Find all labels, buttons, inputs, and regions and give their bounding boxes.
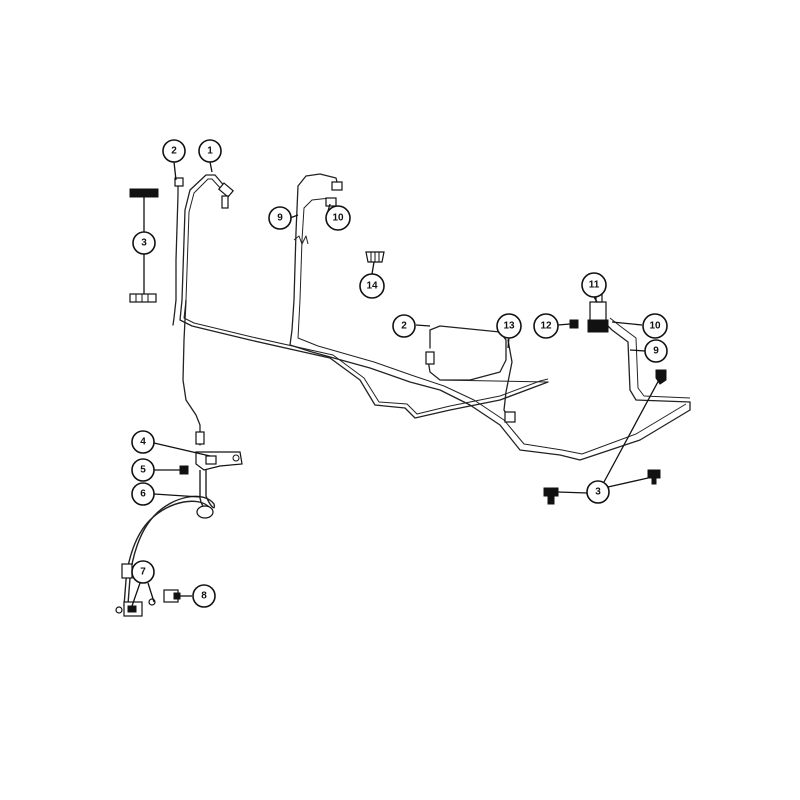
- clip-14: [365, 251, 385, 275]
- tube-nut-1: [217, 182, 235, 198]
- junction-block-11: [587, 293, 609, 333]
- brake-tube-to-hose: [182, 299, 201, 446]
- brake-tube-rear-right-inner: [609, 317, 691, 399]
- brake-tube-9: [289, 173, 691, 461]
- callout-label: 6: [140, 489, 146, 500]
- callout-11: 11: [581, 272, 607, 298]
- callout-label: 12: [540, 321, 552, 332]
- callout-label: 5: [140, 465, 146, 476]
- tube-nut-2: [174, 177, 184, 187]
- tube-nut-1b: [221, 195, 229, 209]
- brake-tube-13: [503, 339, 513, 421]
- callout-13: 13: [496, 313, 522, 339]
- callout-2: 2: [162, 139, 186, 163]
- clip-bottom: [129, 293, 157, 303]
- callout-label: 3: [141, 238, 147, 249]
- callout-label: 10: [332, 213, 344, 224]
- tube-nut-2b: [425, 351, 435, 365]
- clip-3-left: [129, 188, 159, 303]
- callout-label: 3: [595, 487, 601, 498]
- brake-hose-6: [121, 470, 216, 607]
- banjo-bolt-8: [163, 589, 181, 603]
- callout-9: 9: [268, 206, 292, 230]
- bolt-5: [179, 465, 189, 475]
- callout-14: 14: [359, 273, 385, 299]
- callout-3: 3: [586, 480, 610, 504]
- brake-tube-rear-right: [603, 321, 691, 403]
- callout-10: 10: [325, 205, 351, 231]
- hose-fitting: [195, 431, 205, 445]
- tube-nut-10: [325, 197, 337, 207]
- callout-2: 2: [392, 314, 416, 338]
- brake-tube-main: [179, 174, 549, 419]
- callout-4: 4: [131, 430, 155, 454]
- hose-crimp: [196, 505, 214, 519]
- brake-tubes: [172, 173, 691, 461]
- callout-label: 10: [649, 321, 661, 332]
- clip-b: [647, 469, 661, 485]
- callout-label: 1: [207, 146, 213, 157]
- hose-collar: [121, 563, 133, 579]
- callout-label: 4: [140, 437, 146, 448]
- tube-nut-13: [504, 411, 516, 423]
- callout-1: 1: [198, 139, 222, 163]
- callout-label: 8: [201, 591, 207, 602]
- banjo-fitting-7: [115, 598, 156, 617]
- junction-base: [587, 319, 609, 333]
- tube-bend: [293, 235, 309, 245]
- callout-label: 9: [277, 213, 283, 224]
- leader-lines: [131, 161, 661, 607]
- callout-label: 2: [171, 146, 177, 157]
- callout-label: 14: [366, 281, 378, 292]
- clips-3-right: [543, 369, 667, 505]
- clip-a: [543, 487, 559, 505]
- callouts: 1 2 3 9 10 14 11 12 10 2 13 9 4 5 6: [131, 139, 668, 608]
- fittings: [174, 177, 516, 445]
- callout-10: 10: [642, 313, 668, 339]
- callout-6: 6: [131, 482, 155, 506]
- bolt-12: [557, 319, 579, 329]
- tube-nut-9: [331, 181, 343, 191]
- callout-12: 12: [533, 313, 559, 339]
- brake-tube-2b: [427, 325, 507, 381]
- callout-label: 13: [503, 321, 515, 332]
- clip-top: [129, 188, 159, 198]
- callout-7: 7: [131, 560, 155, 584]
- callout-8: 8: [192, 584, 216, 608]
- callout-label: 11: [589, 280, 600, 291]
- callout-3: 3: [132, 231, 156, 255]
- callout-label: 9: [653, 346, 659, 357]
- callout-label: 7: [140, 567, 146, 578]
- callout-label: 2: [401, 321, 407, 332]
- brake-tube-10: [297, 197, 687, 455]
- bracket-4: [195, 451, 243, 471]
- callout-5: 5: [131, 458, 155, 482]
- callout-9: 9: [644, 339, 668, 363]
- brake-tube-front-vertical: [172, 181, 179, 326]
- brake-tube-13-branch: [439, 379, 549, 383]
